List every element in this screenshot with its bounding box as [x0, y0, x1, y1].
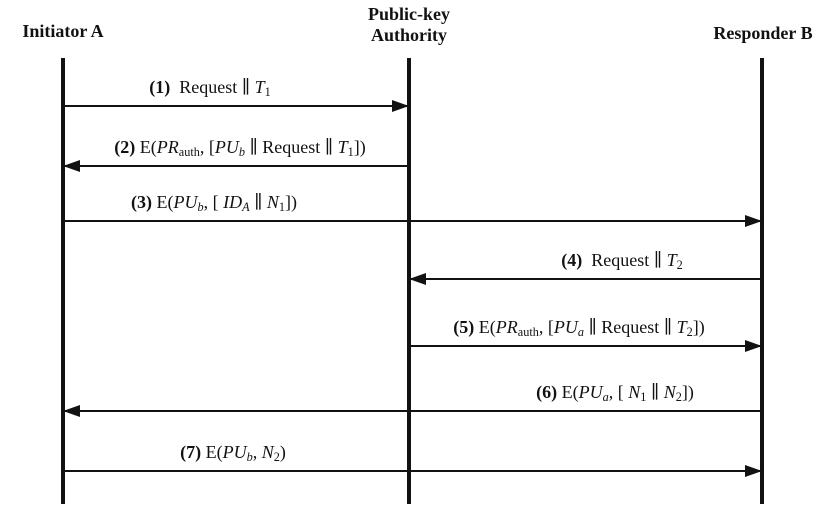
message-label-1-part: 1	[264, 84, 271, 99]
message-label-7-part: N	[261, 442, 274, 462]
message-label-2-part: auth	[178, 144, 200, 159]
message-arrow-6	[63, 409, 762, 413]
message-label-3-part: ])	[285, 192, 298, 212]
message-arrow-3	[63, 219, 762, 223]
message-label-5-part: E(	[474, 317, 496, 337]
message-label-7: (7) E(PUb, N2)	[180, 441, 286, 468]
message-label-3-part: 1	[278, 199, 286, 214]
message-label-6-part: ])	[681, 382, 694, 402]
actor-label-initiator-a: Initiator A	[22, 21, 104, 41]
message-label-2-part: (2)	[114, 137, 136, 157]
message-arrowhead-5	[745, 339, 762, 352]
message-label-7-part: ,	[252, 442, 262, 462]
message-label-5-part: ])	[692, 317, 705, 337]
message-label-7-part: b	[246, 449, 253, 464]
message-label-3-part: A	[242, 199, 250, 214]
message-label-1-part: Request ∥	[170, 77, 255, 97]
message-label-3-part: (3)	[130, 192, 152, 212]
message-label-6-part: , [	[608, 382, 629, 402]
message-arrow-4	[409, 277, 762, 281]
message-label-5-part: PR	[495, 317, 518, 337]
message-label-3-part: N	[266, 192, 279, 212]
message-label-1: (1) Request ∥ T1	[149, 76, 270, 103]
message-label-6: (6) E(PUa, [ N1 ∥ N2])	[536, 381, 694, 408]
message-label-3-part: ∥	[249, 192, 267, 212]
message-label-2-part: PU	[214, 137, 239, 157]
message-label-6-part: a	[602, 389, 609, 404]
message-label-4-part: (4)	[561, 250, 583, 270]
message-label-4: (4) Request ∥ T2	[561, 249, 682, 276]
message-label-5-part: (5)	[453, 317, 475, 337]
message-label-3-part: , [	[203, 192, 224, 212]
message-label-7-part: )	[279, 442, 286, 462]
message-label-6-part: N	[628, 382, 641, 402]
message-label-5-part: ∥ Request ∥	[583, 317, 677, 337]
message-label-2-part: 1	[347, 144, 354, 159]
actor-label-public-key-authority: Public-key Authority	[367, 4, 450, 45]
lifeline-b	[760, 58, 764, 504]
message-label-1-part: (1)	[149, 77, 171, 97]
message-label-5-part: T	[676, 317, 687, 337]
message-arrow-7	[63, 469, 762, 473]
message-label-2: (2) E(PRauth, [PUb ∥ Request ∥ T1])	[114, 136, 365, 163]
message-arrow-2	[63, 164, 409, 168]
message-label-2-part: PR	[156, 137, 179, 157]
actor-label-responder-b: Responder B	[713, 23, 813, 43]
message-label-6-part: PU	[578, 382, 603, 402]
message-arrowhead-3	[745, 214, 762, 227]
message-label-4-part: 2	[676, 257, 683, 272]
message-label-3-part: E(	[151, 192, 174, 212]
message-label-1-part: T	[254, 77, 265, 97]
message-label-4-part: Request ∥	[582, 250, 667, 270]
message-label-2-part: E(	[135, 137, 157, 157]
message-label-5-part: , [	[538, 317, 554, 337]
message-label-6-part: N	[663, 382, 676, 402]
message-arrowhead-7	[745, 464, 762, 477]
message-label-3-part: b	[197, 199, 204, 214]
message-label-6-part: (6)	[536, 382, 558, 402]
message-arrowhead-4	[409, 272, 426, 285]
message-label-2-part: T	[337, 137, 348, 157]
message-label-6-part: 1	[640, 389, 647, 404]
message-label-3-part: PU	[173, 192, 198, 212]
message-label-2-part: b	[238, 144, 245, 159]
message-label-2-part: ])	[353, 137, 366, 157]
message-label-2-part: , [	[199, 137, 215, 157]
message-label-6-part: E(	[557, 382, 579, 402]
message-arrowhead-2	[63, 159, 80, 172]
message-arrowhead-6	[63, 404, 80, 417]
message-arrow-5	[409, 344, 762, 348]
message-label-6-part: ∥	[646, 382, 664, 402]
message-label-4-part: T	[666, 250, 677, 270]
message-label-5-part: 2	[686, 324, 693, 339]
message-arrowhead-1	[392, 99, 409, 112]
message-label-7-part: E(	[201, 442, 223, 462]
message-label-3: (3) E(PUb, [ IDA ∥ N1])	[131, 191, 297, 218]
message-arrow-1	[63, 104, 409, 108]
message-label-7-part: 2	[273, 449, 280, 464]
message-label-7-part: PU	[222, 442, 247, 462]
message-label-2-part: ∥ Request ∥	[244, 137, 338, 157]
message-label-5-part: auth	[517, 324, 539, 339]
message-label-3-part: ID	[223, 192, 243, 212]
message-label-6-part: 2	[675, 389, 682, 404]
message-label-5-part: a	[577, 324, 584, 339]
message-label-7-part: (7)	[180, 442, 202, 462]
lifeline-a	[61, 58, 65, 504]
message-label-5: (5) E(PRauth, [PUa ∥ Request ∥ T2])	[453, 316, 704, 343]
message-label-5-part: PU	[553, 317, 578, 337]
